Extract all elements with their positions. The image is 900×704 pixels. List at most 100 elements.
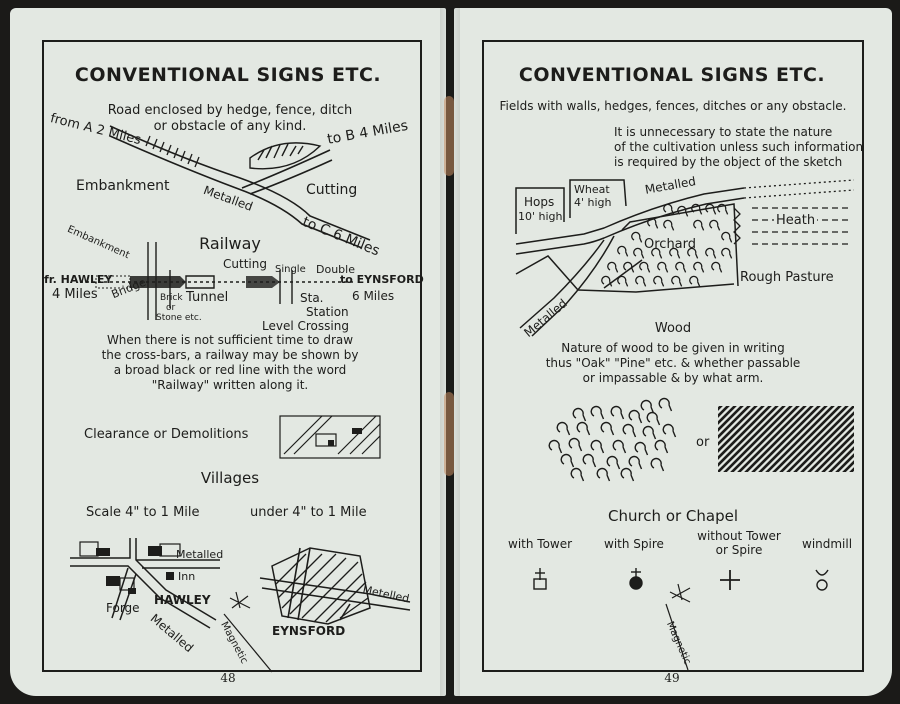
tree-mark	[548, 439, 563, 454]
tree-mark	[628, 409, 643, 424]
wood-note-line-1: Nature of wood to be given in writing	[561, 341, 785, 355]
tree-mark	[634, 441, 649, 456]
wood-symbol-trees	[548, 397, 677, 482]
tree-mark	[570, 467, 585, 482]
hatch-line	[751, 406, 821, 472]
hops-height-label: 10' high	[518, 210, 563, 223]
tree-mark	[620, 467, 635, 482]
right-page-border	[482, 40, 864, 672]
tree-mark	[691, 203, 703, 215]
railway-diagram	[80, 242, 356, 320]
tree-mark	[568, 437, 583, 452]
hatch-line	[842, 460, 854, 472]
tree-mark	[617, 275, 629, 287]
tree-mark	[617, 245, 629, 257]
hatch-line	[718, 406, 765, 453]
tree-mark	[705, 247, 717, 259]
from-hawley-label: fr. HAWLEY	[44, 273, 113, 286]
tree-mark	[612, 439, 627, 454]
tree-mark	[635, 275, 647, 287]
eynsford-distance-label: 6 Miles	[352, 289, 395, 303]
left-page-border	[42, 40, 422, 672]
railway-heading: Railway	[199, 234, 261, 253]
railway-note-line-1: When there is not sufficient time to dra…	[106, 333, 354, 347]
right-page-title: CONVENTIONAL SIGNS ETC.	[518, 64, 826, 86]
hawley-metalled-label: Metalled	[176, 548, 224, 561]
single-label: Single	[275, 264, 306, 275]
tree-mark	[560, 453, 575, 468]
station-label: Station	[306, 305, 349, 319]
tree-mark	[693, 219, 705, 231]
hatch-line	[718, 406, 751, 439]
double-label: Double	[316, 263, 355, 276]
tunnel-label: Tunnel	[186, 290, 229, 305]
tree-mark	[647, 217, 659, 229]
tree-mark	[623, 261, 635, 273]
embankment-label: Embankment	[76, 178, 170, 194]
hawley-village-label: HAWLEY	[154, 593, 211, 607]
hatch-line	[807, 425, 854, 472]
to-eynsford-label: to EYNSFORD	[340, 273, 424, 286]
brick-label: Brick	[160, 293, 183, 303]
hatch-line	[758, 406, 828, 472]
hatch-line	[828, 446, 854, 472]
page-number-49: 49	[664, 671, 680, 685]
tree-mark	[606, 455, 621, 470]
tree-mark	[709, 219, 721, 231]
rough-pasture-label: Rough Pasture	[740, 270, 834, 285]
road-diagram	[109, 125, 371, 249]
with-tower-label: with Tower	[508, 537, 573, 551]
hatch-line	[718, 406, 730, 418]
left-page: CONVENTIONAL SIGNS ETC. Road enclosed by…	[10, 8, 446, 696]
tree-mark	[639, 261, 651, 273]
railway-note-line-4: "Railway" written along it.	[151, 378, 309, 392]
hatch-line	[723, 406, 793, 472]
tree-mark	[582, 453, 597, 468]
villages-heading: Villages	[200, 469, 260, 487]
binding-stain-middle	[444, 392, 454, 476]
tree-mark	[601, 275, 613, 287]
church-plain-cross-icon	[720, 570, 740, 590]
cultivation-note-line-3: is required by the object of the sketch	[614, 155, 843, 169]
hawley-distance-label: 4 Miles	[52, 287, 98, 302]
scale-4-label: Scale 4" to 1 Mile	[86, 505, 200, 520]
hatch-line	[737, 406, 807, 472]
hatch-line	[744, 406, 814, 472]
hatch-line	[765, 406, 835, 472]
without-tower-label-1: without Tower	[697, 529, 781, 543]
stone-label: Stone etc.	[156, 313, 202, 323]
level-crossing-label: Level Crossing	[262, 319, 349, 333]
magnetic-north-arrow-icon	[665, 583, 691, 671]
tree-mark	[658, 397, 673, 412]
hatch-line	[786, 406, 854, 472]
under-4-label: under 4" to 1 Mile	[250, 505, 367, 520]
tree-mark	[622, 423, 637, 438]
tree-mark	[590, 439, 605, 454]
tree-mark	[663, 203, 675, 215]
tree-mark	[662, 423, 677, 438]
hops-label: Hops	[524, 195, 555, 209]
tree-mark	[650, 457, 665, 472]
clearance-label: Clearance or Demolitions	[84, 427, 249, 442]
tree-mark	[633, 247, 645, 259]
tree-mark	[596, 467, 611, 482]
hatch-line	[718, 406, 737, 425]
tree-mark	[628, 455, 643, 470]
railway-note-line-3: a broad black or red line with the word	[113, 363, 347, 377]
hatch-line	[718, 406, 786, 472]
tree-mark	[642, 425, 657, 440]
hatch-line	[718, 406, 758, 446]
tree-mark	[721, 247, 733, 259]
tree-mark	[711, 261, 723, 273]
without-tower-label-2: or Spire	[715, 543, 763, 557]
page-number-48: 48	[220, 671, 236, 685]
windmill-icon	[815, 569, 829, 591]
hatch-line	[718, 406, 772, 460]
church-with-spire-icon	[629, 568, 643, 590]
tree-mark	[657, 261, 669, 273]
binding-stain-top	[444, 96, 454, 176]
church-with-tower-icon	[533, 568, 547, 590]
road-text-line-2: or obstacle of any kind.	[153, 119, 307, 134]
with-spire-label: with Spire	[604, 537, 664, 551]
forge-label: Forge	[106, 601, 140, 615]
